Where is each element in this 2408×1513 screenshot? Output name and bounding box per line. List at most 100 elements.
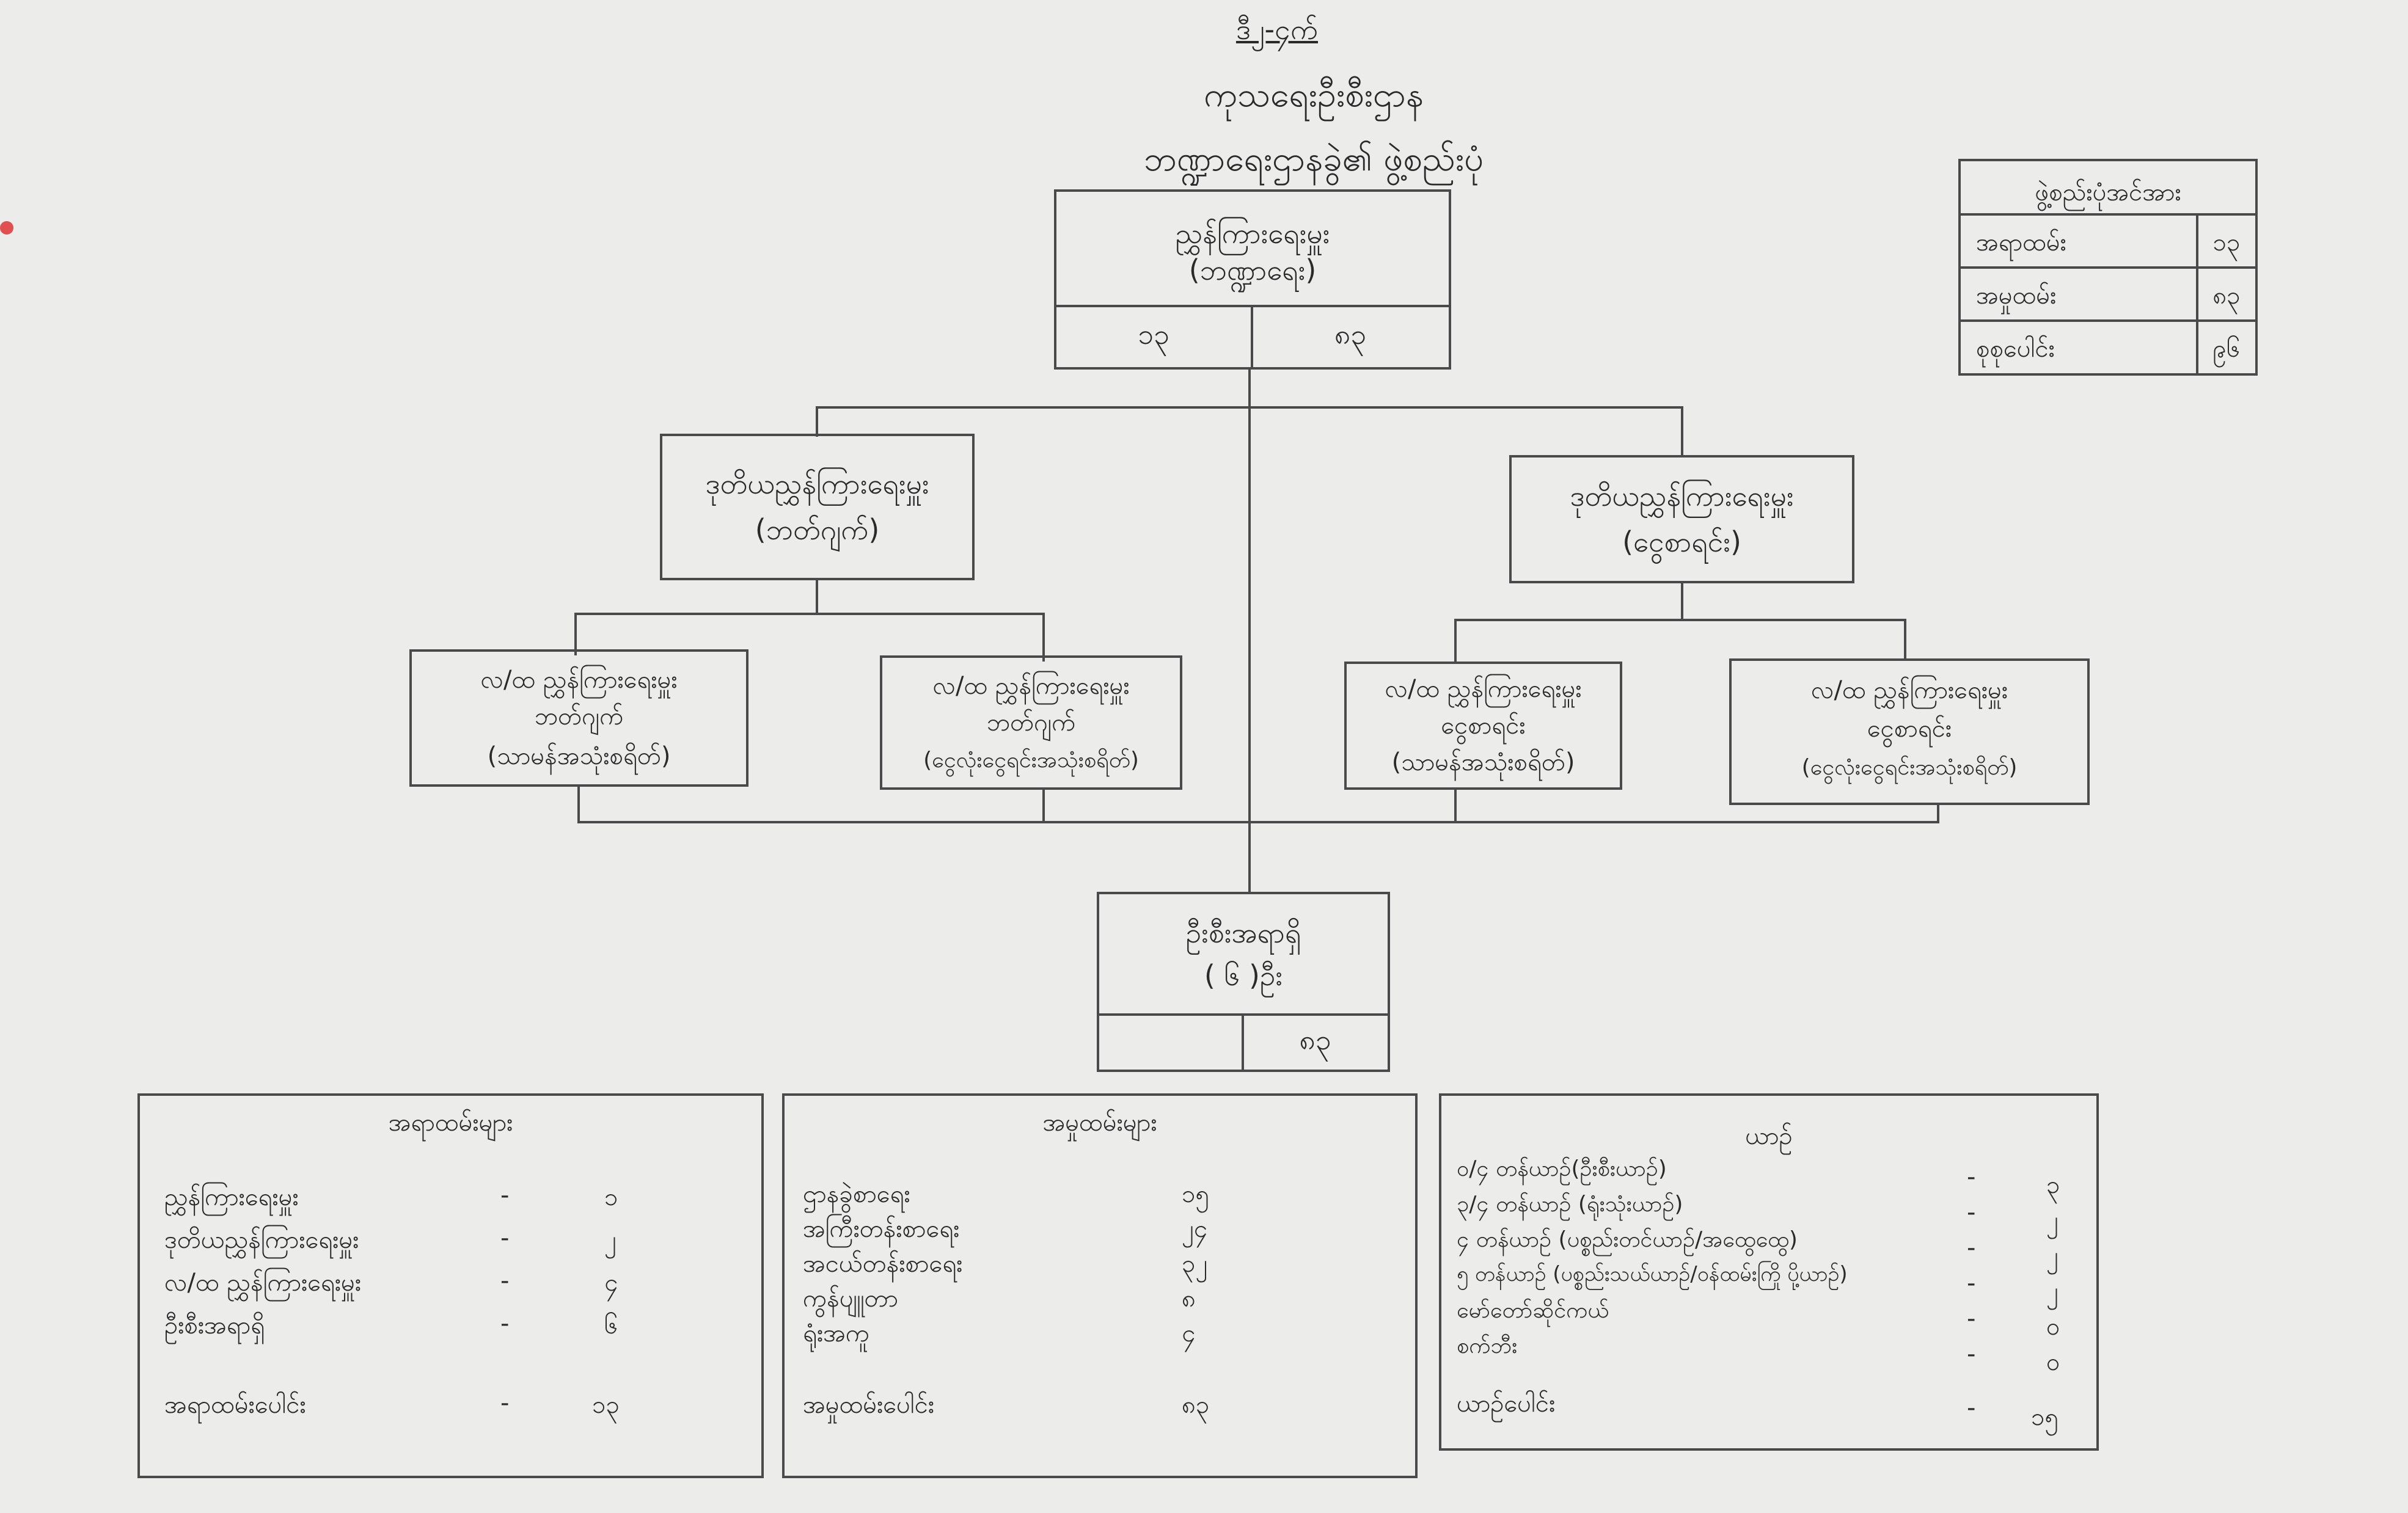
vehicle-value: ၀ bbox=[2046, 1313, 2060, 1341]
vehicle-dash: - bbox=[1967, 1305, 1976, 1333]
vehicle-value: ၀ bbox=[2046, 1348, 2060, 1376]
staff-value: ၄ bbox=[1182, 1319, 1196, 1347]
vehicle-label: မော်တော်ဆိုင်ကယ် bbox=[1457, 1298, 1609, 1323]
assistant-box: လ/ထ ညွှန်ကြားရေးမှူး ဘတ်ဂျက် (သာမန်အသုံး… bbox=[409, 649, 748, 787]
accounts-branch-line bbox=[1454, 619, 1906, 621]
officers-total-label: အရာထမ်းပေါင်း bbox=[164, 1391, 306, 1419]
head-clerk-box: ဦးစီးအရာရှိ ( ၆ )ဦး ၈၃ bbox=[1097, 892, 1390, 1072]
vehicles-panel: ယာဉ် ၀/၄ တန်ယာဉ်(ဦးစီးယာဉ်) - ၃ ၃/၄ တန်ယ… bbox=[1439, 1093, 2099, 1451]
director-officer-count: ၁၃ bbox=[1138, 318, 1169, 351]
officer-value: ၄ bbox=[604, 1269, 618, 1297]
officer-label: လ/ထ ညွှန်ကြားရေးမှူး bbox=[164, 1269, 362, 1297]
staff-total-value: ၈၃ bbox=[1182, 1391, 1210, 1419]
vehicle-value: ၂ bbox=[2046, 1242, 2059, 1270]
staff-panel: အမှုထမ်းများ ဌာနခွဲစာရေး ၁၅ အကြီးတန်းစာရ… bbox=[782, 1093, 1418, 1478]
summary-label: အရာထမ်း bbox=[1976, 228, 2066, 257]
officers-total-value: ၁၃ bbox=[592, 1391, 620, 1419]
staff-value: ၂၄ bbox=[1182, 1215, 1208, 1243]
assistant-unit: ငွေစာရင်း bbox=[1867, 715, 1952, 743]
chart-title: ဘဏ္ဍာရေးဌာနခွဲ၏ ဖွဲ့စည်းပုံ bbox=[1143, 139, 1484, 179]
vehicle-dash: - bbox=[1967, 1234, 1976, 1262]
officer-dash: - bbox=[500, 1181, 510, 1209]
assistant-title: လ/ထ ညွှန်ကြားရေးမှူး bbox=[480, 666, 678, 694]
staff-value: ၈ bbox=[1182, 1285, 1196, 1313]
assistant-title: လ/ထ ညွှန်ကြားရေးမှူး bbox=[932, 672, 1130, 700]
officers-total-dash: - bbox=[500, 1389, 510, 1417]
summary-label: အမှုထမ်း bbox=[1976, 282, 2057, 310]
vehicle-value: ၃ bbox=[2046, 1171, 2060, 1199]
assistant-join-line bbox=[577, 821, 1939, 823]
staff-label: ကွန်ပျူတာ bbox=[803, 1285, 898, 1313]
vehicle-value: ၂ bbox=[2046, 1206, 2059, 1234]
deputy-title: ဒုတိယညွှန်ကြားရေးမှူး bbox=[705, 467, 929, 500]
vehicle-dash: - bbox=[1967, 1269, 1976, 1297]
summary-value: ၈၃ bbox=[2212, 282, 2241, 310]
assistant-box: လ/ထ ညွှန်ကြားရေးမှူး ဘတ်ဂျက် (ငွေလုံးငွေ… bbox=[880, 655, 1182, 790]
staff-total-label: အမှုထမ်းပေါင်း bbox=[803, 1391, 935, 1419]
officer-label: ဦးစီးအရာရှိ bbox=[164, 1311, 265, 1340]
assistant-box: လ/ထ ညွှန်ကြားရေးမှူး ငွေစာရင်း (သာမန်အသု… bbox=[1344, 662, 1622, 790]
director-box: ညွှန်ကြားရေးမှူး (ဘဏ္ဍာရေး) ၁၃ ၈၃ bbox=[1054, 189, 1451, 370]
assistant-title: လ/ထ ညွှန်ကြားရေးမှူး bbox=[1385, 675, 1582, 703]
assistant-unit: ဘတ်ဂျက် bbox=[986, 709, 1076, 737]
assistant-unit: ငွေစာရင်း bbox=[1441, 712, 1526, 740]
staff-value: ၃၂ bbox=[1182, 1250, 1208, 1278]
summary-title: ဖွဲ့စည်းပုံအင်အား bbox=[2035, 178, 2181, 206]
officer-value: ၆ bbox=[604, 1311, 618, 1340]
officers-title: အရာထမ်းများ bbox=[388, 1109, 513, 1137]
officer-value: ၁ bbox=[604, 1183, 618, 1211]
staff-label: အကြီးတန်းစာရေး bbox=[803, 1215, 960, 1243]
officer-dash: - bbox=[500, 1267, 510, 1295]
main-trunk-line bbox=[1248, 370, 1251, 892]
deputy-subtitle: (ငွေစာရင်း) bbox=[1622, 525, 1741, 558]
vehicle-label: ၅ တန်ယာဉ် (ပစ္စည်းသယ်ယာဉ်/ဝန်ထမ်းကြို ပိ… bbox=[1457, 1262, 1848, 1286]
deputy-title: ဒုတိယညွှန်ကြားရေးမှူး bbox=[1570, 479, 1794, 512]
strength-summary-table: ဖွဲ့စည်းပုံအင်အား အရာထမ်း ၁၃ အမှုထမ်း ၈၃… bbox=[1958, 159, 2258, 376]
officer-dash: - bbox=[500, 1224, 510, 1252]
vehicle-dash: - bbox=[1967, 1340, 1976, 1368]
assistant-subtitle: (သာမန်အသုံးစရိတ်) bbox=[487, 742, 671, 770]
vehicle-label: ၄ တန်ယာဉ် (ပစ္စည်းတင်ယာဉ်/အထွေထွေ) bbox=[1457, 1227, 1798, 1252]
vehicles-total-dash: - bbox=[1967, 1394, 1976, 1422]
deputy-branch-line bbox=[816, 406, 1683, 409]
assistant-unit: ဘတ်ဂျက် bbox=[534, 702, 624, 731]
staff-label: ရုံးအကူ bbox=[803, 1319, 869, 1347]
deputy-box-accounts: ဒုတိယညွှန်ကြားရေးမှူး (ငွေစာရင်း) bbox=[1509, 455, 1854, 583]
vehicle-label: စက်ဘီး bbox=[1457, 1333, 1518, 1358]
assistant-title: လ/ထ ညွှန်ကြားရေးမှူး bbox=[1810, 676, 2008, 704]
head-clerk-count: ( ၆ )ဦး bbox=[1204, 959, 1283, 992]
vehicle-label: ၀/၄ တန်ယာဉ်(ဦးစီးယာဉ်) bbox=[1457, 1156, 1667, 1181]
summary-value: ၁၃ bbox=[2212, 228, 2241, 257]
head-clerk-title: ဦးစီးအရာရှိ bbox=[1185, 916, 1301, 949]
head-clerk-staff-count: ၈၃ bbox=[1299, 1023, 1331, 1056]
deputy-subtitle: (ဘတ်ဂျက်) bbox=[755, 513, 880, 546]
vehicle-label: ၃/၄ တန်ယာဉ် (ရုံးသုံးယာဉ်) bbox=[1457, 1192, 1683, 1217]
assistant-subtitle: (ငွေလုံးငွေရင်းအသုံးစရိတ်) bbox=[923, 748, 1139, 773]
officer-dash: - bbox=[500, 1310, 510, 1338]
officer-label: ဒုတိယညွှန်ကြားရေးမှူး bbox=[164, 1226, 359, 1254]
staff-label: အငယ်တန်းစာရေး bbox=[803, 1250, 963, 1278]
director-title: ညွှန်ကြားရေးမှူး bbox=[1175, 217, 1330, 250]
assistant-box: လ/ထ ညွှန်ကြားရေးမှူး ငွေစာရင်း (ငွေလုံးင… bbox=[1729, 658, 2090, 805]
staff-label: ဌာနခွဲစာရေး bbox=[803, 1180, 910, 1208]
staff-value: ၁၅ bbox=[1182, 1180, 1209, 1208]
director-staff-count: ၈၃ bbox=[1334, 318, 1367, 351]
vehicle-dash: - bbox=[1967, 1198, 1976, 1227]
vehicles-title: ယာဉ် bbox=[1745, 1122, 1793, 1150]
department-title: ကုသရေးဦးစီးဌာန bbox=[1204, 75, 1424, 115]
officer-label: ညွှန်ကြားရေးမှူး bbox=[164, 1183, 299, 1211]
vehicles-total-value: ၁၅ bbox=[2031, 1403, 2059, 1431]
assistant-subtitle: (သာမန်အသုံးစရိတ်) bbox=[1391, 748, 1575, 776]
paper-edge-mark bbox=[0, 221, 13, 235]
officers-panel: အရာထမ်းများ ညွှန်ကြားရေးမှူး - ၁ ဒုတိယညွ… bbox=[137, 1093, 764, 1478]
vehicle-value: ၂ bbox=[2046, 1277, 2059, 1305]
staff-title: အမှုထမ်းများ bbox=[1042, 1109, 1157, 1137]
deputy-box-budget: ဒုတိယညွှန်ကြားရေးမှူး (ဘတ်ဂျက်) bbox=[660, 434, 975, 580]
budget-branch-line bbox=[574, 613, 1045, 615]
summary-value: ၉၆ bbox=[2212, 335, 2241, 363]
vehicle-dash: - bbox=[1967, 1163, 1976, 1191]
assistant-subtitle: (ငွေလုံးငွေရင်းအသုံးစရိတ်) bbox=[1801, 755, 2018, 780]
director-subtitle: (ဘဏ္ဍာရေး) bbox=[1188, 253, 1317, 286]
summary-label: စုစုပေါင်း bbox=[1976, 335, 2055, 363]
vehicles-total-label: ယာဉ်ပေါင်း bbox=[1457, 1390, 1556, 1418]
